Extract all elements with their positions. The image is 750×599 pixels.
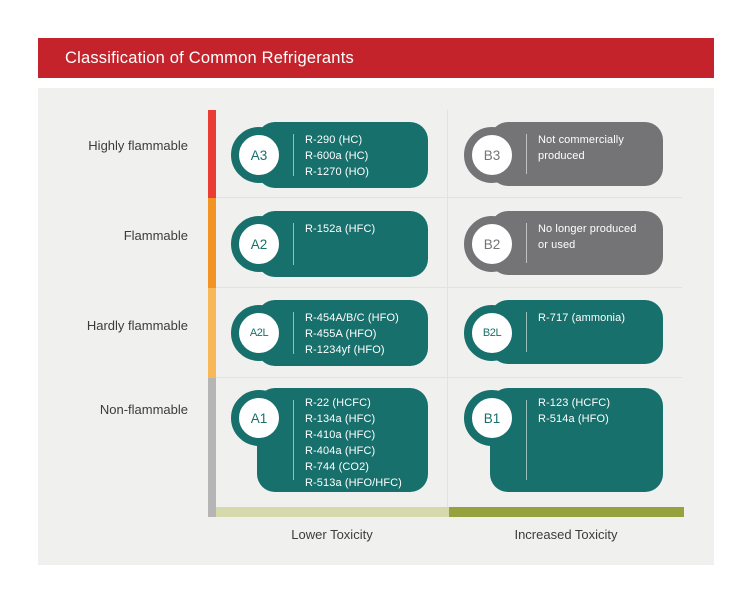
card-a2l: A2L R-454A/B/C (HFO) R-455A (HFO) R-1234yf… <box>231 300 428 366</box>
card-line: R-410a (HFC) <box>305 429 376 441</box>
axis-label-increased-toxicity: Increased Toxicity <box>514 527 618 542</box>
badge-label: A3 <box>250 147 268 163</box>
card-divider <box>526 312 527 352</box>
row-label-hardly-flammable: Hardly flammable <box>86 318 188 333</box>
card-divider <box>293 223 294 265</box>
card-line: Not commercially <box>538 134 624 146</box>
card-a2l-badge: A2L <box>231 305 287 361</box>
badge-label: A1 <box>250 410 268 426</box>
row-label-highly-flammable: Highly flammable <box>88 138 188 153</box>
card-line: R-600a (HC) <box>305 150 369 162</box>
card-line: R-123 (HCFC) <box>538 397 611 409</box>
page-title: Classification of Common Refrigerants <box>65 48 354 67</box>
flammability-bar-hardly <box>208 288 216 378</box>
card-b2-badge: B2 <box>464 216 520 272</box>
badge-label: B2L <box>482 327 502 339</box>
title-banner: Classification of Common Refrigerants <box>38 38 714 78</box>
card-line: R-22 (HCFC) <box>305 397 371 409</box>
badge-label: A2L <box>249 327 269 339</box>
row-divider-line <box>216 197 682 198</box>
flammability-bar-non <box>208 378 216 517</box>
badge-label: B3 <box>483 147 501 163</box>
card-a3-refrigerant-list: R-290 (HC) R-600a (HC) R-1270 (HO) <box>305 132 422 180</box>
card-b3-badge: B3 <box>464 127 520 183</box>
card-a3: A3 R-290 (HC) R-600a (HC) R-1270 (HO) <box>231 122 428 188</box>
card-line: No longer produced <box>538 223 637 235</box>
card-b2l: B2L R-717 (ammonia) <box>464 300 663 364</box>
card-a1-badge: A1 <box>231 390 287 446</box>
badge-label: B1 <box>483 410 501 426</box>
card-divider <box>293 312 294 354</box>
row-divider-line <box>216 377 682 378</box>
card-b1-refrigerant-list: R-123 (HCFC) R-514a (HFO) <box>538 395 657 427</box>
card-a2-badge: A2 <box>231 216 287 272</box>
card-line: R-717 (ammonia) <box>538 312 626 324</box>
card-line: R-134a (HFC) <box>305 413 376 425</box>
card-divider <box>293 134 294 176</box>
card-b2l-refrigerant-list: R-717 (ammonia) <box>538 310 657 326</box>
row-label-non-flammable: Non-flammable <box>99 402 188 417</box>
card-line: produced <box>538 150 585 162</box>
card-a2l-refrigerant-list: R-454A/B/C (HFO) R-455A (HFO) R-1234yf (HF… <box>305 310 422 358</box>
card-divider <box>526 400 527 480</box>
card-line: R-513a (HFO/HFC) <box>305 477 402 489</box>
column-divider-line <box>447 110 448 507</box>
card-line: R-744 (CO2) <box>305 461 370 473</box>
card-a3-badge: A3 <box>231 127 287 183</box>
badge-label: A2 <box>250 236 268 252</box>
row-label-flammable: Flammable <box>123 228 188 243</box>
card-line: R-1270 (HO) <box>305 166 370 178</box>
card-b3: B3 Not commercially produced <box>464 122 663 186</box>
card-line: or used <box>538 239 576 251</box>
card-line: R-152a (HFC) <box>305 223 376 235</box>
axis-label-lower-toxicity: Lower Toxicity <box>291 527 373 542</box>
card-line: R-454A/B/C (HFO) <box>305 312 399 324</box>
card-line: R-514a (HFO) <box>538 413 609 425</box>
row-divider-line <box>216 287 682 288</box>
flammability-bar-highly <box>208 110 216 198</box>
card-a1-refrigerant-list: R-22 (HCFC) R-134a (HFC) R-410a (HFC) R-404… <box>305 395 422 491</box>
card-a2: A2 R-152a (HFC) <box>231 211 428 277</box>
toxicity-bar-increased <box>449 507 684 517</box>
card-a1: A1 R-22 (HCFC)R-134a (HFC)R-410a (HFC)R-… <box>231 388 428 492</box>
card-line: R-404a (HFC) <box>305 445 376 457</box>
card-a2-refrigerant-list: R-152a (HFC) <box>305 221 422 237</box>
card-divider <box>526 223 527 263</box>
card-line: R-290 (HC) <box>305 134 363 146</box>
card-line: R-455A (HFO) <box>305 328 377 340</box>
toxicity-bar-lower <box>216 507 449 517</box>
card-b2l-badge: B2L <box>464 305 520 361</box>
card-b2: B2 No longer produced or used <box>464 211 663 275</box>
card-b1-badge: B1 <box>464 390 520 446</box>
card-line: R-1234yf (HFO) <box>305 344 385 356</box>
card-divider <box>293 400 294 480</box>
flammability-bar-flammable <box>208 198 216 288</box>
card-b1: B1 R-123 (HCFC) R-514a (HFO) <box>464 388 663 492</box>
card-divider <box>526 134 527 174</box>
card-b2-note: No longer produced or used <box>538 221 657 253</box>
badge-label: B2 <box>483 236 501 252</box>
card-b3-note: Not commercially produced <box>538 132 657 164</box>
